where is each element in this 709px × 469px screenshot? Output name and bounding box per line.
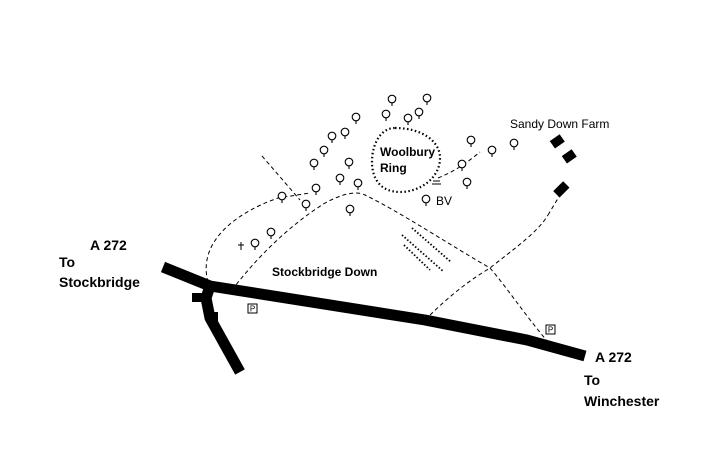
tree-icon bbox=[457, 159, 467, 171]
tree-icon bbox=[381, 109, 391, 121]
tree-icon bbox=[403, 113, 413, 125]
tree-icon bbox=[309, 158, 319, 170]
tree-icon bbox=[266, 227, 276, 239]
label-a272-east: A 272 bbox=[595, 349, 632, 365]
tree-icon bbox=[327, 131, 337, 143]
earthwork-hatch bbox=[401, 227, 452, 273]
label-a272-west: A 272 bbox=[90, 237, 127, 253]
path-west-loop bbox=[205, 192, 311, 283]
stile-marks bbox=[238, 180, 441, 250]
label-ring: Ring bbox=[380, 161, 407, 175]
tree-icon bbox=[335, 173, 345, 185]
tree-icon bbox=[344, 157, 354, 169]
woolbury-ring bbox=[370, 126, 442, 194]
parking-west-label: P bbox=[250, 305, 255, 314]
tree-group bbox=[250, 93, 519, 250]
footpaths bbox=[205, 151, 561, 343]
parking-east: P bbox=[545, 324, 556, 335]
parking-west: P bbox=[247, 303, 258, 314]
label-winchester: Winchester bbox=[584, 393, 660, 409]
parking-east-label: P bbox=[548, 326, 553, 335]
junction-block bbox=[192, 293, 206, 302]
tree-icon bbox=[422, 93, 432, 105]
path-north-west bbox=[261, 155, 301, 201]
tree-icon bbox=[353, 178, 363, 190]
tree-icon bbox=[340, 127, 350, 139]
tree-icon bbox=[319, 145, 329, 157]
tree-icon bbox=[351, 112, 361, 124]
tree-icon bbox=[277, 191, 287, 203]
label-to-east: To bbox=[584, 372, 600, 388]
label-sandy-down-farm: Sandy Down Farm bbox=[510, 117, 609, 131]
tree-icon bbox=[345, 204, 355, 216]
tree-icon bbox=[414, 107, 424, 119]
label-woolbury: Woolbury bbox=[380, 145, 435, 159]
farm-building bbox=[553, 181, 570, 198]
label-bv: BV bbox=[436, 194, 452, 208]
tree-icon bbox=[487, 145, 497, 157]
farm-building bbox=[561, 149, 577, 164]
farm-buildings bbox=[549, 134, 577, 198]
tree-icon bbox=[387, 94, 397, 106]
path-to-farm bbox=[424, 214, 549, 321]
path-stockbridge-down bbox=[231, 192, 549, 343]
farm-building bbox=[549, 134, 565, 149]
label-stockbridge-down: Stockbridge Down bbox=[272, 265, 377, 279]
tree-icon bbox=[509, 138, 519, 150]
tree-icon bbox=[311, 183, 321, 195]
label-to-west: To bbox=[59, 254, 75, 270]
tree-icon bbox=[421, 194, 431, 206]
tree-icon bbox=[462, 177, 472, 189]
tree-icon bbox=[301, 199, 311, 211]
path-farm-south bbox=[547, 194, 561, 216]
tree-icon bbox=[466, 135, 476, 147]
side-road bbox=[200, 284, 245, 375]
junction-block-2 bbox=[209, 312, 218, 321]
label-stockbridge: Stockbridge bbox=[59, 274, 140, 290]
tree-icon bbox=[250, 238, 260, 250]
